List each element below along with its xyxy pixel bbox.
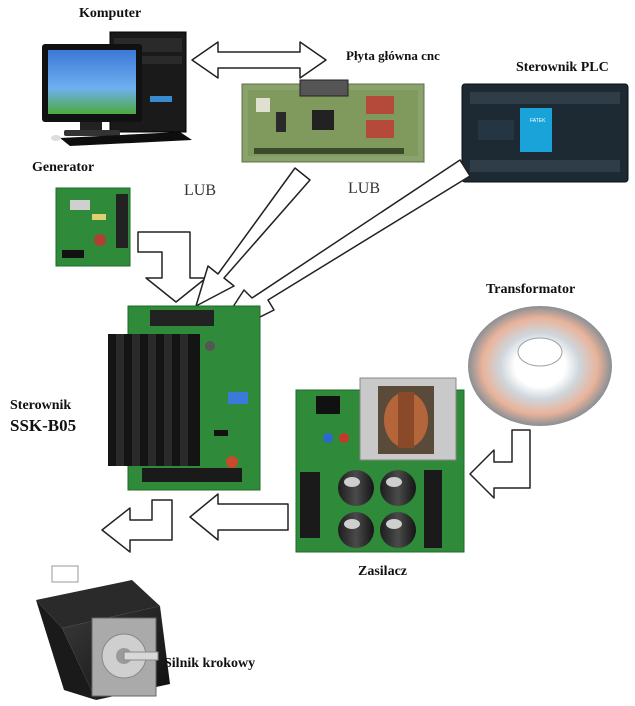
motor-label: Silnik krokowy — [164, 656, 256, 671]
plc-brand: FATEK — [530, 118, 546, 124]
lub-label-left: LUB — [184, 182, 216, 199]
generator-label: Generator — [32, 160, 95, 175]
driver-ssk-b05-image — [108, 305, 261, 491]
arrow-driver-to-motor — [101, 499, 173, 553]
computer-image — [42, 31, 192, 146]
transformer-image — [468, 306, 612, 426]
cnc-mainboard-image — [241, 79, 425, 163]
transformer-label: Transformator — [486, 282, 576, 297]
stepper-motor-image — [36, 565, 170, 700]
double-arrow-computer-board — [191, 41, 327, 79]
arrow-psu-to-driver — [189, 493, 289, 541]
driver-label-line2: SSK-B05 — [10, 416, 77, 435]
plc-label: Sterownik PLC — [516, 60, 609, 75]
plc-image: FATEK — [461, 83, 629, 183]
generator-image — [55, 187, 131, 267]
driver-label-line1: Sterownik — [10, 398, 72, 413]
arrow-transformer-to-psu — [469, 429, 531, 499]
arrow-board-to-driver — [195, 167, 311, 307]
computer-label: Komputer — [79, 6, 142, 21]
lub-label-right: LUB — [348, 180, 380, 197]
arrow-generator-to-driver — [137, 231, 207, 303]
mainboard-label: Płyta główna cnc — [346, 48, 440, 63]
psu-label: Zasilacz — [358, 564, 407, 579]
power-supply-image — [295, 377, 465, 553]
